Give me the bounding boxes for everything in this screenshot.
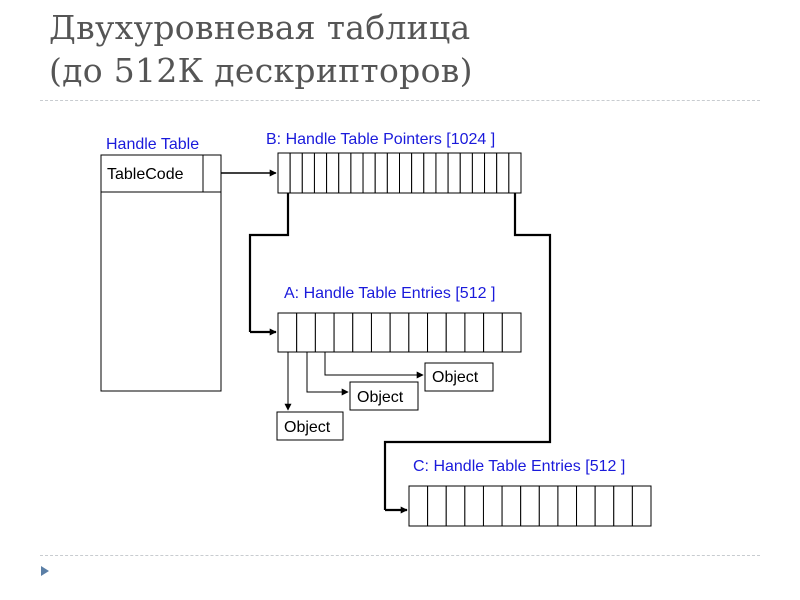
entry-a-cell (464, 312, 485, 353)
object-label-2: Object (357, 389, 404, 406)
top-divider (40, 100, 760, 101)
pointer-cell (374, 152, 388, 194)
entry-a-cell (296, 312, 316, 353)
object-box-1 (276, 411, 344, 441)
pointer-cell (399, 152, 413, 194)
table-code-label: TableCode (107, 166, 184, 183)
object-label-3: Object (432, 369, 479, 386)
entry-c-cell (445, 485, 466, 527)
object-box-3 (424, 362, 494, 392)
object-label-1: Object (284, 419, 331, 436)
entry-c-cell (427, 485, 447, 527)
pointer-cell (411, 152, 425, 194)
pointer-cell (301, 152, 315, 194)
slide-title-line1: Двухуровневая таблица (49, 8, 471, 47)
slide-marker-icon (41, 566, 49, 576)
entry-a-cell (333, 312, 354, 353)
pointer-to-entries-a-line (248, 193, 290, 332)
pointer-cell (362, 152, 376, 194)
pointers-array (277, 152, 522, 194)
entry-c-cell (501, 485, 522, 527)
entry-to-object-arrow-3 (324, 352, 424, 379)
pointer-to-entries-c-line (383, 193, 552, 510)
entry-c-cell (464, 485, 484, 527)
entry-a-cell (277, 312, 298, 353)
pointers-array-label: B: Handle Table Pointers [1024 ] (266, 131, 495, 148)
handle-table-label: Handle Table (106, 136, 199, 153)
entry-c-cell (482, 485, 503, 527)
entry-a-cell (483, 312, 503, 353)
pointer-cell (447, 152, 461, 194)
entry-a-cell (389, 312, 410, 353)
handle-table-box (100, 154, 222, 392)
pointer-cell (386, 152, 401, 194)
pointer-cell (326, 152, 340, 194)
pointer-cell (338, 152, 352, 194)
entry-a-cell (370, 312, 391, 353)
entries-a-label: A: Handle Table Entries [512 ] (284, 285, 495, 302)
pointer-cell (277, 152, 291, 194)
entry-a-cell (408, 312, 429, 353)
pointer-cell (435, 152, 449, 194)
pointer-cell (289, 152, 303, 194)
pointer-cell (350, 152, 364, 194)
entry-a-cell (501, 312, 522, 353)
entry-a-cell (445, 312, 466, 353)
entry-c-cell (408, 485, 429, 527)
pointer-cell (471, 152, 486, 194)
pointer-cell (459, 152, 473, 194)
pointer-cell (508, 152, 522, 194)
object-box-2 (349, 381, 419, 411)
entry-c-cell (538, 485, 559, 527)
slide-title-line2: (до 512К дескрипторов) (49, 51, 473, 90)
pointer-cell (423, 152, 437, 194)
slide-title: Двухуровневая таблица (до 512К дескрипто… (49, 6, 769, 92)
pointer-cell (484, 152, 498, 194)
bottom-divider (40, 555, 760, 556)
entries-c-label: C: Handle Table Entries [512 ] (413, 458, 625, 475)
entry-a-cell (427, 312, 447, 353)
entries-a-array (277, 312, 522, 353)
pointer-cell (313, 152, 328, 194)
entry-c-cell (576, 485, 596, 527)
entry-c-cell (594, 485, 615, 527)
entry-c-cell (613, 485, 633, 527)
entry-c-cell (520, 485, 540, 527)
entries-c-array (408, 485, 652, 527)
entry-to-object-arrow-2 (306, 352, 349, 396)
entry-c-cell (631, 485, 652, 527)
pointer-cell (496, 152, 510, 194)
entry-a-cell (352, 312, 372, 353)
entry-c-cell (557, 485, 578, 527)
entry-a-cell (314, 312, 335, 353)
